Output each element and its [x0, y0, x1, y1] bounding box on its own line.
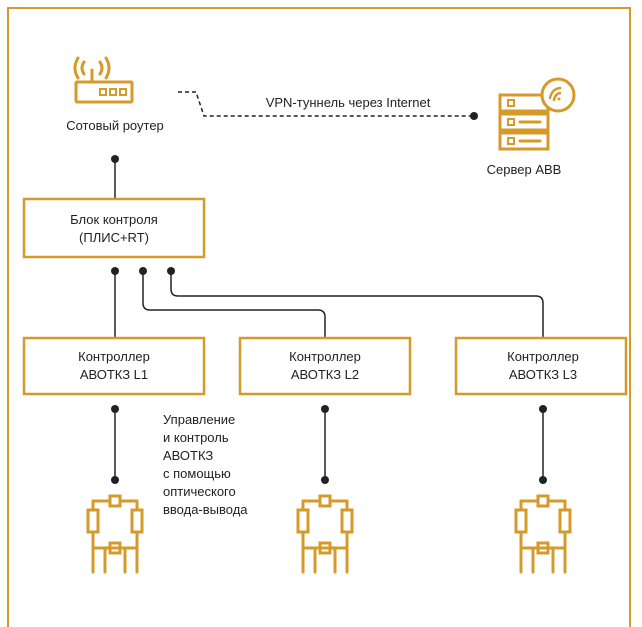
breaker-icon — [86, 494, 144, 574]
breaker-icon — [296, 494, 354, 574]
annotation-line-2: и контроль — [163, 430, 229, 445]
annotation-line-6: ввода-вывода — [163, 502, 248, 517]
link-block-l3 — [170, 271, 544, 338]
controller-l1-title: Контроллер — [78, 349, 150, 364]
link-block-l2 — [142, 271, 326, 338]
controller-l3-port-bottom — [539, 476, 547, 484]
breaker-icon — [514, 494, 572, 574]
controller-l3-subtitle: АВОТКЗ L3 — [509, 367, 577, 382]
controller-l1-subtitle: АВОТКЗ L1 — [80, 367, 148, 382]
annotation-line-1: Управление — [163, 412, 235, 427]
control-block — [22, 197, 206, 259]
control-block-subtitle: (ПЛИС+RT) — [79, 230, 149, 245]
annotation-line-5: оптического — [163, 484, 236, 499]
server-icon — [498, 77, 576, 151]
controller-l2-port-bottom — [321, 476, 329, 484]
controller-l2-box — [238, 336, 412, 396]
vpn-link — [178, 91, 474, 117]
server-label: Сервер ABB — [487, 162, 562, 177]
controller-l1-port-bottom — [111, 476, 119, 484]
controller-l3-box — [454, 336, 628, 396]
annotation-line-3: АВОТКЗ — [163, 448, 213, 463]
controller-l1-box — [22, 336, 206, 396]
controller-l2-title: Контроллер — [289, 349, 361, 364]
controller-l3-title: Контроллер — [507, 349, 579, 364]
annotation: Управление и контроль АВОТКЗ с помощью о… — [163, 412, 248, 517]
diagram-frame — [7, 7, 631, 627]
annotation-line-4: с помощью — [163, 466, 231, 481]
cellular-router-icon — [73, 56, 134, 104]
router-label: Сотовый роутер — [66, 118, 164, 133]
vpn-endpoint-dot — [470, 112, 478, 120]
controller-l2-subtitle: АВОТКЗ L2 — [291, 367, 359, 382]
control-block-title: Блок контроля — [70, 212, 158, 227]
vpn-label: VPN-туннель через Internet — [266, 95, 431, 110]
